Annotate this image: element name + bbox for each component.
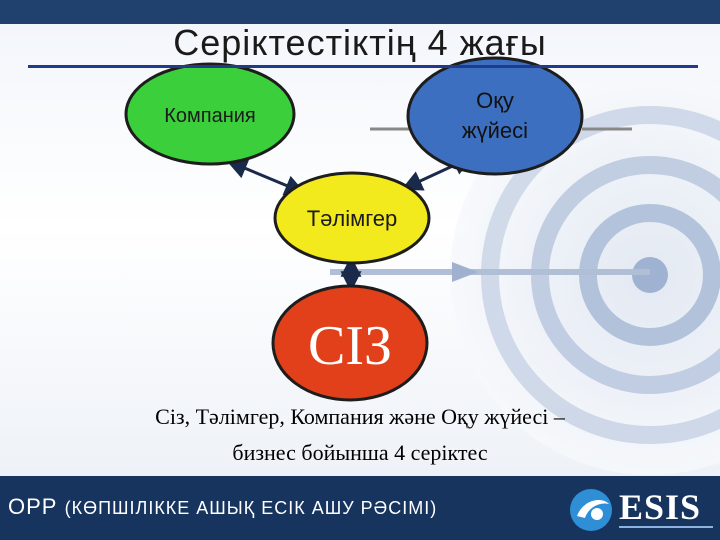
title-rule [28,65,698,68]
learning-system-label-line1: Оқу [476,88,514,113]
caption-line-2: бизнес бойынша 4 серіктес [232,440,488,465]
connector-company-mentor [226,158,306,196]
footer-main: ОРР [8,494,58,519]
company-label: Компания [164,105,256,127]
learning-system-label-line2: жүйесі [462,118,528,143]
you-label: СІЗ [308,315,392,377]
mentor-label: Тәлімгер [307,206,398,231]
arrow-decoration [330,262,650,282]
mentor-node [273,171,431,265]
caption-line-1: Сіз, Тәлімгер, Компания және Оқу жүйесі … [155,404,565,429]
esis-logo-text: ESIS [619,487,702,527]
you-node [271,284,429,402]
slide-title: Серіктестіктің 4 жағы [173,22,547,63]
footer-text: ОРР (КӨПШІЛІККЕ АШЫҚ ЕСІК АШУ РӘСІМІ) [8,494,437,520]
top-bar [0,0,720,24]
esis-logo: ESIS [567,486,715,534]
footer-paren: (КӨПШІЛІККЕ АШЫҚ ЕСІК АШУ РӘСІМІ) [64,498,438,518]
esis-logo-tagline [619,526,713,528]
company-node [124,62,296,166]
learning-system-node [406,56,584,176]
esis-logo-icon [570,489,612,531]
